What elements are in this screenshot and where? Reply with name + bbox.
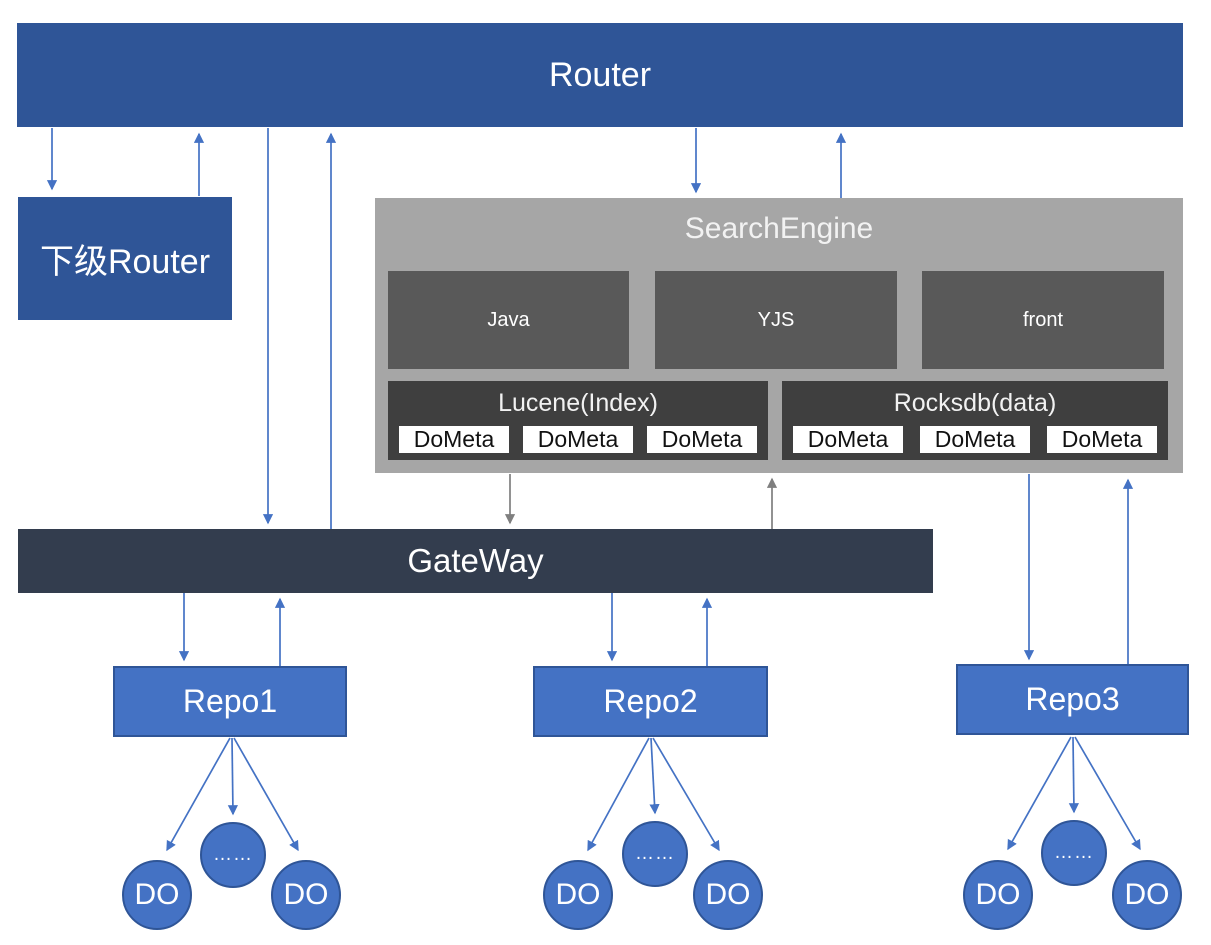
repo2-more-circle: …… bbox=[622, 821, 688, 887]
ellipsis-label: …… bbox=[213, 844, 253, 865]
store-rocksdb-title: Rocksdb(data) bbox=[893, 389, 1057, 417]
sub-router-node: 下级Router bbox=[18, 197, 232, 320]
store-lucene-title: Lucene(Index) bbox=[498, 389, 658, 417]
gateway-label: GateWay bbox=[407, 542, 544, 579]
module-yjs: YJS bbox=[655, 271, 897, 369]
search-engine-title: SearchEngine bbox=[684, 212, 874, 245]
dometa-box: DoMeta bbox=[793, 426, 903, 453]
repo1-do-circle-right: DO bbox=[271, 860, 341, 930]
repo1-node: Repo1 bbox=[113, 666, 347, 737]
search-engine-container: SearchEngine Java YJS front Lucene(Index… bbox=[375, 198, 1183, 473]
do-label: DO bbox=[555, 878, 601, 911]
sub-router-label: 下级Router bbox=[39, 243, 211, 281]
repo2-do-circle-right: DO bbox=[693, 860, 763, 930]
do-label: DO bbox=[134, 878, 180, 911]
dometa-box: DoMeta bbox=[523, 426, 633, 453]
repo2-label: Repo2 bbox=[603, 683, 698, 719]
do-label: DO bbox=[705, 878, 751, 911]
module-front: front bbox=[922, 271, 1164, 369]
repo3-node: Repo3 bbox=[956, 664, 1189, 735]
repo2-do-circle-left: DO bbox=[543, 860, 613, 930]
dometa-box: DoMeta bbox=[920, 426, 1030, 453]
arrow-repo2-to-more bbox=[649, 737, 660, 815]
do-label: DO bbox=[1124, 878, 1170, 911]
repo1-label: Repo1 bbox=[182, 683, 278, 719]
repo1-do-circle-left: DO bbox=[122, 860, 192, 930]
module-yjs-label: YJS bbox=[757, 308, 795, 331]
do-label: DO bbox=[975, 878, 1021, 911]
ellipsis-label: …… bbox=[635, 843, 675, 864]
ellipsis-label: …… bbox=[1054, 842, 1094, 863]
module-front-label: front bbox=[1022, 308, 1064, 331]
repo1-more-circle: …… bbox=[200, 822, 266, 888]
arrow-repo3-to-more bbox=[1068, 736, 1079, 814]
dometa-box: DoMeta bbox=[647, 426, 757, 453]
router-node: Router bbox=[17, 23, 1183, 127]
repo3-do-circle-left: DO bbox=[963, 860, 1033, 930]
store-lucene-dometa-row: DoMeta DoMeta DoMeta bbox=[388, 426, 768, 453]
repo3-more-circle: …… bbox=[1041, 820, 1107, 886]
dometa-box: DoMeta bbox=[399, 426, 509, 453]
dometa-box: DoMeta bbox=[1047, 426, 1157, 453]
store-rocksdb-dometa-row: DoMeta DoMeta DoMeta bbox=[782, 426, 1168, 453]
repo3-do-circle-right: DO bbox=[1112, 860, 1182, 930]
repo2-node: Repo2 bbox=[533, 666, 768, 737]
module-java-label: Java bbox=[487, 308, 530, 331]
arrow-repo1-to-more bbox=[227, 737, 238, 816]
repo3-label: Repo3 bbox=[1025, 681, 1120, 717]
store-lucene: Lucene(Index) DoMeta DoMeta DoMeta bbox=[388, 381, 768, 460]
do-label: DO bbox=[283, 878, 329, 911]
module-java: Java bbox=[388, 271, 629, 369]
gateway-node: GateWay bbox=[18, 529, 933, 593]
store-rocksdb: Rocksdb(data) DoMeta DoMeta DoMeta bbox=[782, 381, 1168, 460]
router-label: Router bbox=[548, 55, 652, 94]
